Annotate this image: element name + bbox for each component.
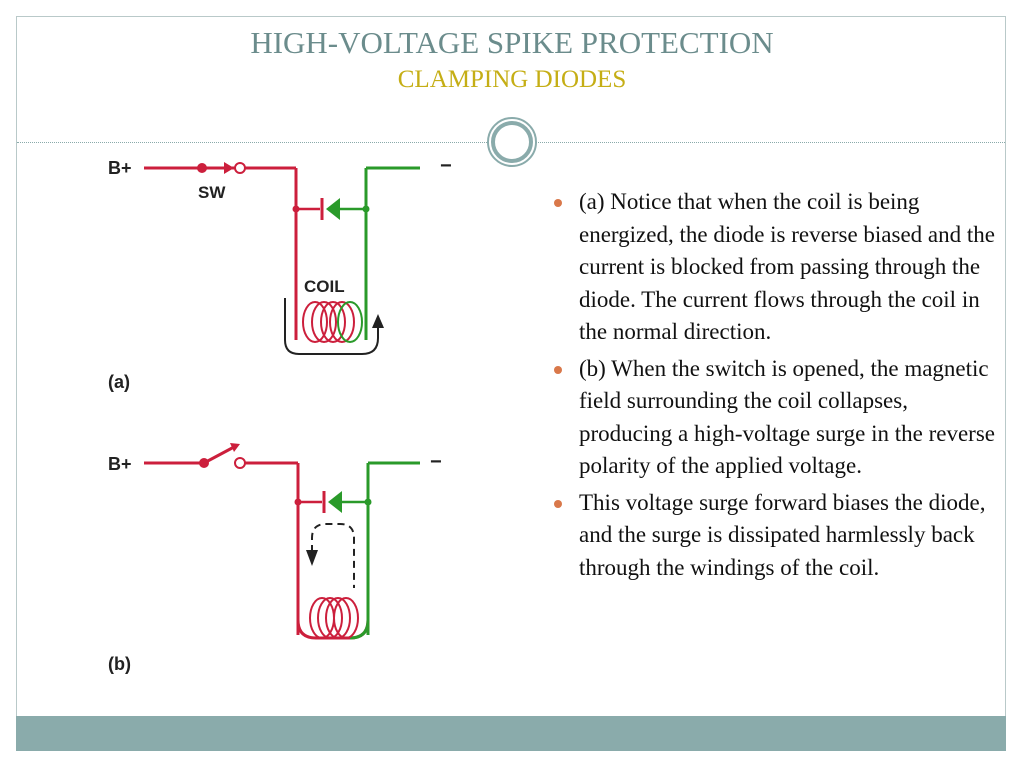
slide-title: HIGH-VOLTAGE SPIKE PROTECTION (250, 25, 774, 60)
surge-arrow-b (306, 550, 318, 566)
slide-subtitle: CLAMPING DIODES (397, 66, 627, 93)
circuit-b: B+ − (b) (108, 443, 442, 674)
bullet-list: (a) Notice that when the coil is being e… (552, 186, 1000, 588)
coil-a (302, 301, 363, 343)
open-switch-b (203, 445, 235, 465)
bullet-text: (b) When the switch is opened, the magne… (579, 355, 995, 479)
bullet-item: (b) When the switch is opened, the magne… (552, 353, 1000, 483)
bullet-dot-icon (554, 365, 562, 374)
bullet-item: (a) Notice that when the coil is being e… (552, 186, 1000, 349)
switch-contact-a (234, 162, 246, 174)
clamping-diode-diagram: B+ SW − COIL (a) B+ (108, 155, 452, 674)
switch-pivot-a (197, 163, 207, 173)
switch-label-a: SW (198, 183, 226, 202)
supply-label-a: B+ (108, 158, 132, 178)
coil-b (309, 597, 359, 639)
bullet-item: This voltage surge forward biases the di… (552, 487, 1000, 585)
ground-label-a: − (440, 155, 452, 177)
footer-bar (16, 716, 1006, 751)
ground-label-b: − (430, 451, 442, 473)
bullet-dot-icon (554, 499, 562, 508)
switch-contact-b (234, 457, 246, 469)
panel-label-b: (b) (108, 654, 131, 674)
panel-label-a: (a) (108, 372, 130, 392)
coil-label-a: COIL (304, 277, 345, 296)
supply-label-b: B+ (108, 454, 132, 474)
diode-symbol-a (326, 198, 340, 220)
circuit-a: B+ SW − COIL (a) (108, 155, 452, 392)
bullet-text: This voltage surge forward biases the di… (579, 489, 986, 580)
diode-symbol-b (328, 491, 342, 513)
surge-path-b (311, 523, 355, 588)
bullet-dot-icon (554, 199, 562, 207)
bullet-text: (a) Notice that when the coil is being e… (579, 189, 995, 344)
circle-ornament-icon (487, 117, 537, 167)
current-arrow-a (372, 314, 384, 328)
